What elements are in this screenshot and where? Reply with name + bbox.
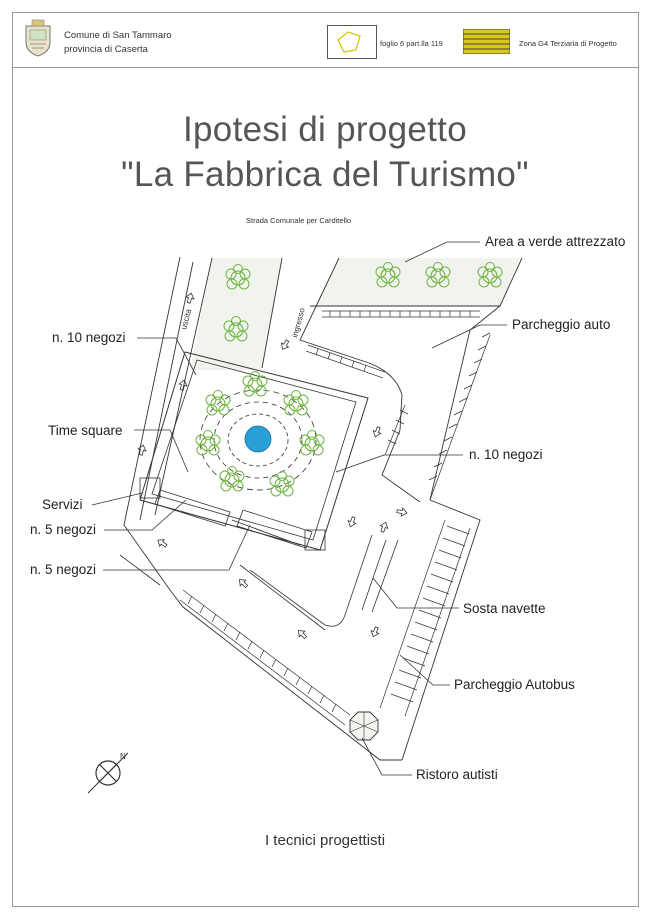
parcel-label: foglio 6 part.lla 119 bbox=[380, 39, 443, 48]
parcel-map-box bbox=[327, 25, 377, 59]
municipality-block: Comune di San Tammaro provincia di Caser… bbox=[64, 29, 172, 57]
svg-text:N: N bbox=[120, 752, 126, 761]
label-time-square: Time square bbox=[48, 423, 123, 438]
bus-parking-stalls bbox=[179, 519, 471, 726]
entry-label: ingresso bbox=[290, 306, 307, 338]
label-services: Servizi bbox=[42, 497, 83, 512]
title-line-1: Ipotesi di progetto bbox=[183, 110, 467, 149]
title-line-2: "La Fabbrica del Turismo" bbox=[121, 155, 529, 194]
driver-rest-kiosk bbox=[349, 711, 379, 741]
label-shuttle-stop: Sosta navette bbox=[463, 601, 546, 616]
crest-icon bbox=[25, 19, 51, 57]
parcel-map-icon bbox=[337, 31, 361, 53]
parking-stalls-right bbox=[384, 332, 491, 501]
label-shops-10-left: n. 10 negozi bbox=[52, 330, 126, 345]
exit-label: uscita bbox=[179, 307, 193, 330]
label-driver-rest: Ristoro autisti bbox=[416, 767, 498, 782]
page-frame bbox=[12, 12, 639, 907]
north-arrow-icon: N bbox=[87, 752, 129, 794]
label-shops-5-b: n. 5 negozi bbox=[30, 562, 97, 577]
green-area-top bbox=[316, 258, 522, 306]
label-bus-park: Parcheggio Autobus bbox=[454, 677, 575, 692]
zone-hatch-icon bbox=[463, 29, 510, 54]
road-label: Strada Comunale per Carditello bbox=[246, 216, 352, 225]
province-name: provincia di Caserta bbox=[64, 44, 148, 55]
label-car-park: Parcheggio auto bbox=[512, 317, 611, 332]
label-shops-10-right: n. 10 negozi bbox=[469, 447, 543, 462]
parking-stalls-top bbox=[305, 310, 480, 379]
traffic-arrows bbox=[136, 291, 409, 641]
fountain bbox=[244, 425, 272, 453]
green-area-left bbox=[190, 258, 282, 370]
zone-label: Zona G4 Terziaria di Progetto bbox=[519, 39, 617, 48]
municipality-name: Comune di San Tammaro bbox=[64, 30, 172, 41]
signature-line: I tecnici progettisti bbox=[264, 832, 386, 849]
shuttle-stop-lanes bbox=[239, 534, 399, 631]
header-bar bbox=[12, 12, 639, 68]
leader-lines bbox=[91, 241, 507, 776]
label-shops-5-a: n. 5 negozi bbox=[30, 522, 97, 537]
label-green-area: Area a verde attrezzato bbox=[485, 234, 626, 249]
